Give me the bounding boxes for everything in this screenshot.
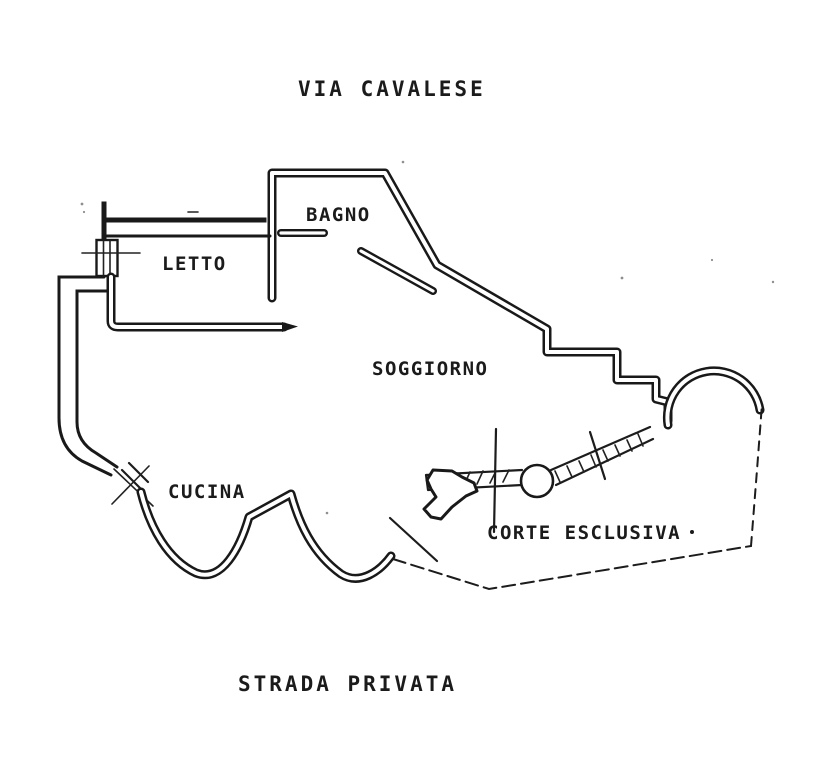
label-letto: LETTO	[162, 253, 227, 275]
scan-specks	[80, 160, 775, 515]
wall-letto-bottom	[106, 272, 298, 332]
courtyard-ramp	[549, 425, 655, 487]
window-symbol	[81, 201, 141, 278]
label-corte-esclusiva: CORTE ESCLUSIVA	[487, 522, 681, 544]
label-strada-privata: STRADA PRIVATA	[238, 672, 457, 696]
wall-corridor-stub	[357, 247, 437, 295]
courtyard-circle	[519, 463, 555, 499]
label-bagno: BAGNO	[306, 204, 371, 226]
courtyard-steps-shape	[422, 468, 479, 521]
wall-right-arc	[662, 366, 765, 430]
label-cucina: CUCINA	[168, 481, 246, 503]
wall-left-boundary	[57, 275, 119, 477]
label-via-cavalese: VIA CAVALESE	[298, 77, 486, 101]
label-soggiorno: SOGGIORNO	[372, 358, 488, 380]
walls-bagno-corridor-steps	[267, 168, 673, 426]
wall-top	[101, 211, 272, 238]
boundary-corte	[388, 403, 763, 591]
wall-kitchen-scallops	[136, 487, 396, 583]
period-mark	[690, 530, 694, 534]
